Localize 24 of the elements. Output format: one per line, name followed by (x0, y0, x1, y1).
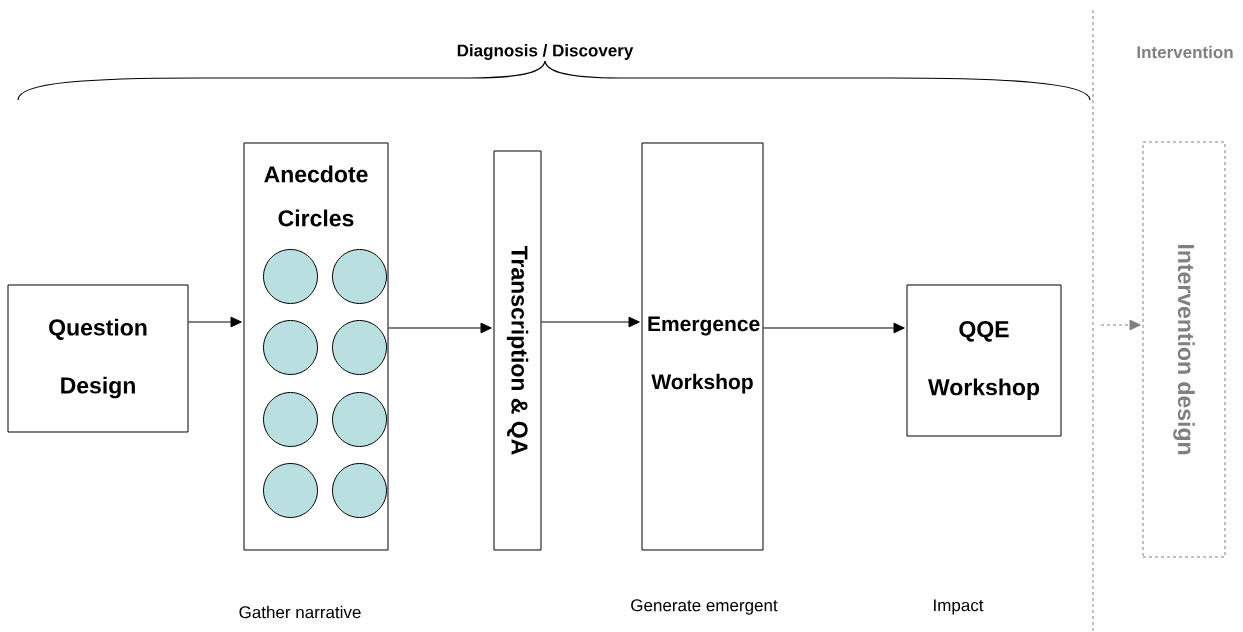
circle (332, 249, 387, 304)
heading: Diagnosis / Discovery (455, 43, 635, 61)
circle (263, 463, 318, 518)
caption: Impact (931, 598, 985, 616)
caption: Generate emergent (629, 598, 779, 616)
process-box: Transcription & QA (493, 150, 542, 551)
arrow (188, 316, 242, 328)
circle (332, 392, 387, 447)
circle (332, 320, 387, 375)
arrow (763, 322, 905, 334)
circle (332, 463, 387, 518)
circle (263, 249, 318, 304)
process-box: Anecdote Circles (243, 142, 389, 551)
dashed-box: Intervention design (1142, 141, 1226, 558)
arrow (388, 322, 492, 334)
process-box: QQE Workshop (906, 284, 1062, 437)
caption: Gather narrative (237, 604, 363, 620)
process-box: Question Design (7, 284, 189, 433)
arrow (1100, 319, 1141, 331)
circle (263, 320, 318, 375)
arrow (541, 316, 640, 328)
heading: Intervention (1135, 44, 1235, 60)
circle (263, 392, 318, 447)
process-box: Emergence Workshop (641, 142, 764, 551)
